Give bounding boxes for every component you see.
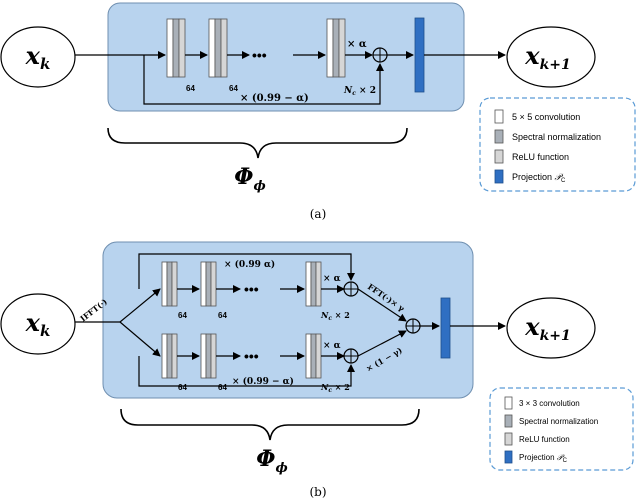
- legend-b-item-2: ReLU function: [519, 435, 570, 444]
- legend-a-item-0: 5 × 5 convolution: [512, 112, 580, 122]
- channels-label-b-bot-1: 64: [178, 383, 187, 392]
- nc-label-a: Nc × 2: [343, 86, 376, 97]
- legend-a-item-1: Spectral normalization: [512, 132, 601, 142]
- conv-block-a3: [326, 18, 346, 78]
- conv-block-b-top-3: [305, 261, 322, 307]
- alpha-label-b-bot: × α: [323, 341, 341, 351]
- output-node-a: [506, 26, 596, 88]
- output-label-b: xk+1: [524, 312, 570, 344]
- top-skip-label: × (0.99 α): [224, 259, 275, 270]
- panel-a: xk xk+1 64 64 ••• Nc × 2 × α × (0.99 − α…: [0, 2, 636, 221]
- legend-a-item-3: Projection 𝒫C: [512, 172, 566, 184]
- conv-block-b-bot-1: [161, 333, 178, 379]
- skip-label-a: × (0.99 − α): [240, 93, 309, 104]
- input-node-a: [0, 26, 76, 88]
- brace-a: [107, 127, 408, 159]
- phi-label-a: Φϕ: [234, 164, 265, 194]
- bottom-skip-label: × (0.99 − α): [232, 376, 294, 387]
- legend-b-item-3: Projection 𝒫C: [519, 453, 568, 464]
- conv-block-a1: [166, 18, 186, 78]
- legend-a-item-2: ReLU function: [512, 152, 569, 162]
- alpha-label-a: × α: [347, 39, 367, 50]
- projection-block-a: [414, 17, 425, 93]
- input-label-b: xk: [25, 308, 51, 340]
- input-node-b: [0, 293, 76, 355]
- conv-block-a2: [208, 18, 228, 78]
- channels-label-b-top-2: 64: [218, 311, 227, 320]
- conv-block-b-top-2: [200, 261, 217, 307]
- conv-block-b-bot-3: [305, 333, 322, 379]
- conv-block-b-bot-2: [200, 333, 217, 379]
- channels-label-a2: 64: [229, 84, 238, 93]
- conv-block-b-top-1: [161, 261, 178, 307]
- output-label-a: xk+1: [524, 41, 570, 73]
- output-node-b: [506, 297, 596, 359]
- nc-label-b-top: Nc × 2: [320, 310, 350, 322]
- legend-b: 3 × 3 convolution Spectral normalization…: [489, 387, 634, 471]
- dots-b-bot: •••: [244, 348, 259, 364]
- network-box-a: [107, 2, 465, 112]
- dots-b-top: •••: [244, 281, 259, 297]
- nc-label-b-bot: Nc × 2: [320, 382, 350, 394]
- channels-label-b-bot-2: 64: [218, 383, 227, 392]
- caption-b: (b): [309, 485, 326, 499]
- caption-a: (a): [310, 207, 327, 221]
- projection-block-b: [440, 297, 451, 359]
- channels-label-b-top-1: 64: [178, 311, 187, 320]
- brace-b: [120, 408, 420, 441]
- channels-label-a1: 64: [186, 84, 195, 93]
- input-label-a: xk: [25, 41, 51, 73]
- legend-b-item-0: 3 × 3 convolution: [519, 399, 580, 408]
- alpha-label-b-top: × α: [323, 274, 341, 284]
- legend-b-item-1: Spectral normalization: [519, 417, 598, 426]
- panel-b: xk xk+1 IFFT(·) 64 64 ••• × α × (0.99 α): [0, 241, 634, 499]
- dots-a: •••: [252, 47, 267, 63]
- phi-label-b: Φϕ: [256, 446, 287, 476]
- legend-a: 5 × 5 convolution Spectral normalization…: [479, 97, 636, 192]
